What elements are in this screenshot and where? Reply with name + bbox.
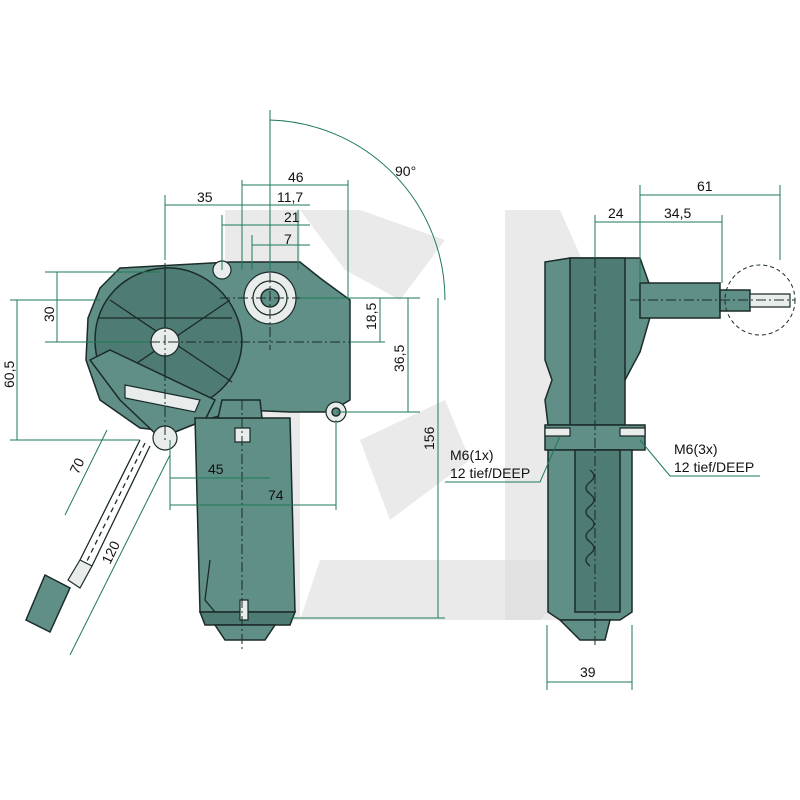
front-view-dimensions: 46 35 11,7 21 7 90° 30 60,5 18,5 36,5 15…	[1, 110, 446, 656]
dim-21: 21	[284, 209, 300, 225]
dim-18-5: 18,5	[363, 303, 379, 330]
dim-74: 74	[268, 487, 284, 503]
side-view	[544, 240, 796, 645]
dim-11-7: 11,7	[277, 189, 303, 205]
dim-120: 120	[98, 538, 123, 566]
note-m6-1x: M6(1x)	[450, 447, 494, 463]
side-view-dimensions: 61 24 34,5 39	[445, 178, 781, 690]
cable-plug	[25, 573, 71, 634]
front-view	[25, 245, 351, 650]
motor-cylinder	[194, 417, 296, 613]
dim-61: 61	[697, 178, 713, 194]
dim-45: 45	[208, 461, 224, 477]
note-m6-3x-depth: 12 tief/DEEP	[674, 459, 754, 475]
note-m6-3x: M6(3x)	[674, 441, 718, 457]
thread-notes: M6(1x) 12 tief/DEEP M6(3x) 12 tief/DEEP	[450, 441, 754, 481]
dim-7: 7	[284, 231, 292, 247]
dim-90-degree: 90°	[395, 163, 416, 179]
dim-39: 39	[580, 664, 596, 680]
dim-35: 35	[197, 189, 213, 205]
dim-34-5: 34,5	[664, 205, 691, 221]
dim-30: 30	[41, 306, 57, 322]
note-m6-1x-depth: 12 tief/DEEP	[450, 465, 530, 481]
dim-156: 156	[421, 426, 437, 450]
dim-24: 24	[608, 205, 624, 221]
dim-60-5: 60,5	[1, 361, 17, 388]
dim-46: 46	[288, 169, 304, 185]
dim-70: 70	[66, 455, 87, 476]
dim-36-5: 36,5	[391, 345, 407, 372]
